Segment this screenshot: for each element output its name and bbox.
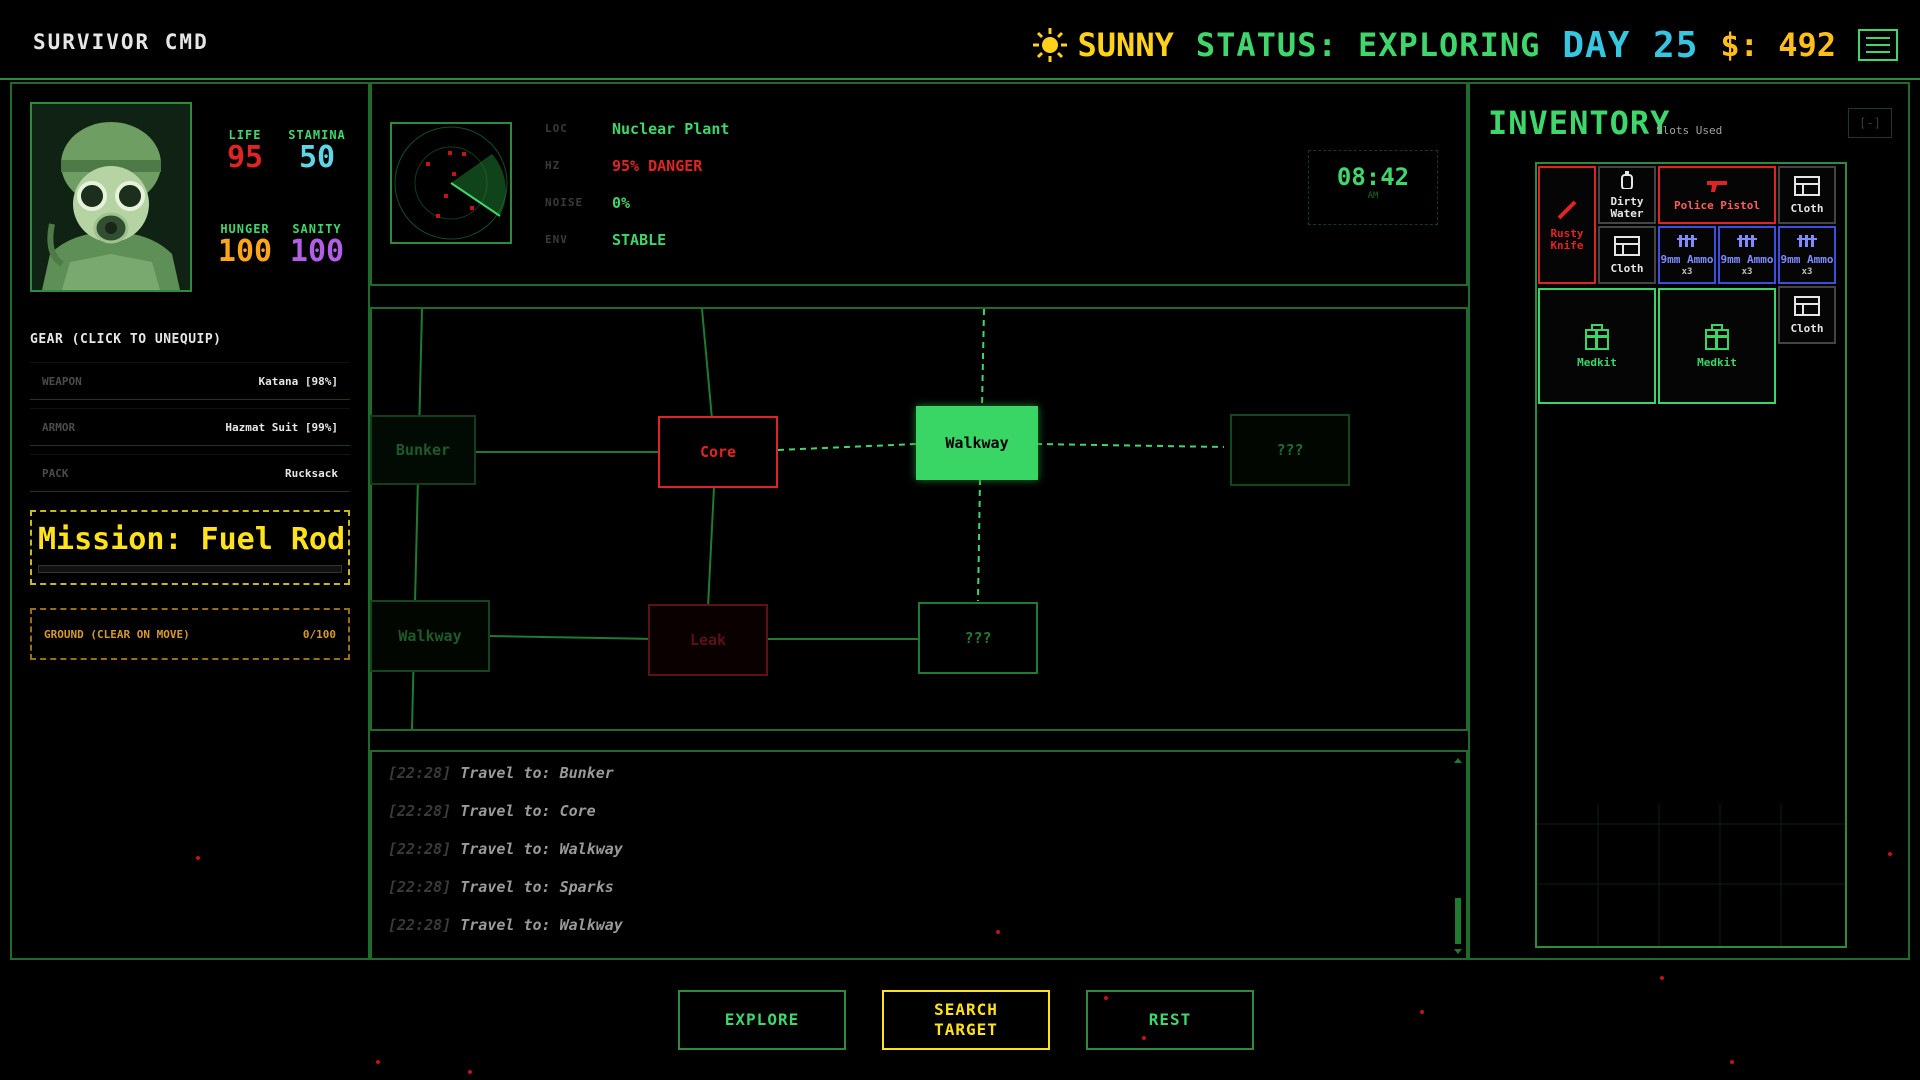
stat-stamina: STAMINA 50 [282,128,352,174]
stamina-value: 50 [298,140,336,175]
inventory-slot-medkit[interactable]: Medkit [1658,288,1776,404]
explore-button[interactable]: EXPLORE [678,990,846,1050]
inventory-slot-9mm-ammo[interactable]: 9mm Ammo x3 [1778,226,1836,284]
ammo-icon [1737,233,1757,250]
life-value: 95 [226,140,264,175]
map-node-leak[interactable]: Leak [648,604,768,676]
ember-particle [1660,976,1664,980]
inventory-slot-rusty-knife[interactable]: Rusty Knife [1538,166,1596,284]
hunger-value: 100 [217,234,273,269]
cloth-icon [1794,295,1820,319]
day-counter: DAY 25 [1562,24,1699,66]
menu-button[interactable] [1858,29,1898,61]
stat-sanity: SANITY 100 [282,222,352,268]
ember-particle [468,1070,472,1074]
mission-progress-bar [38,565,342,573]
info-noise: NOISE 0% [545,193,631,212]
inventory-slot-cloth[interactable]: Cloth [1778,166,1836,224]
character-panel [10,82,370,960]
ember-particle [196,856,200,860]
map-node-unknown-south[interactable]: ??? [918,602,1038,674]
game-clock: 08:42 AM [1308,150,1438,225]
gear-title: GEAR (CLICK TO UNEQUIP) [30,332,222,347]
sun-icon [1032,27,1068,63]
location-panel [370,82,1468,286]
knife-icon [1556,199,1578,224]
inventory-subtitle: Slots Used [1656,124,1723,137]
gear-slot-weapon[interactable]: WEAPON Katana [98%] [30,362,350,400]
radar [390,122,512,244]
ember-particle [996,930,1000,934]
hamburger-icon [1866,37,1890,39]
sanity-value: 100 [289,234,345,269]
map-connections [411,309,1225,729]
ember-particle [1888,852,1892,856]
inventory-grid [1535,162,1847,948]
inventory-collapse-button[interactable]: [-] [1848,108,1892,138]
inventory-slot-dirty-water[interactable]: Dirty Water [1598,166,1656,224]
avatar [30,102,192,292]
ammo-icon [1797,233,1817,250]
ember-particle [1104,996,1108,1000]
log-panel [370,750,1468,960]
location-info: LOC Nuclear Plant HZ 95% DANGER NOISE 0%… [545,110,729,258]
money-counter: $: 492 [1720,26,1836,64]
log-entry: [22:28] Travel to: Walkway [388,916,623,934]
inventory-panel [1468,82,1910,960]
stat-hunger: HUNGER 100 [210,222,280,268]
map-node-walkway-lower[interactable]: Walkway [370,600,490,672]
bottle-icon [1620,170,1634,192]
ground-box[interactable]: GROUND (CLEAR ON MOVE) 0/100 [30,608,350,660]
ground-label: GROUND (CLEAR ON MOVE) [44,627,190,641]
map-node-core[interactable]: Core [658,416,778,488]
map-panel [370,307,1468,731]
ground-value: 0/100 [302,627,336,641]
inventory-slot-9mm-ammo[interactable]: 9mm Ammo x3 [1658,226,1716,284]
ember-particle [1420,1010,1424,1014]
log-scrollbar[interactable] [1454,758,1462,954]
cloth-icon [1614,235,1640,259]
cloth-icon [1794,175,1820,199]
ember-particle [1142,1036,1146,1040]
info-loc: LOC Nuclear Plant [545,119,730,138]
inventory-slot-medkit[interactable]: Medkit [1538,288,1656,404]
log-entry: [22:28] Travel to: Walkway [388,840,623,858]
inventory-title: INVENTORY [1488,104,1671,142]
ember-particle [1730,1060,1734,1064]
inventory-slot-cloth[interactable]: Cloth [1598,226,1656,284]
app-title: SURVIVOR CMD [33,30,209,54]
medkit-icon [1704,323,1730,353]
log-entry: [22:28] Travel to: Sparks [388,878,614,896]
stat-life: LIFE 95 [210,128,280,174]
radar-icon [394,126,508,240]
info-hz: HZ 95% DANGER [545,156,703,175]
search-target-button[interactable]: SEARCH TARGET [882,990,1050,1050]
map-node-bunker[interactable]: Bunker [370,415,476,485]
gear-slot-armor[interactable]: ARMOR Hazmat Suit [99%] [30,408,350,446]
inventory-slot-police-pistol[interactable]: Police Pistol [1658,166,1776,224]
inventory-slot-cloth[interactable]: Cloth [1778,286,1836,344]
top-bar: SURVIVOR CMD SUNNY STATUS: EXPLORING DAY… [0,0,1920,80]
gas-mask-soldier-icon [32,104,190,290]
gear-slot-pack[interactable]: PACK Rucksack [30,454,350,492]
clock-time: 08:42 [1336,163,1410,191]
clock-ampm: AM [1367,191,1379,201]
map-node-unknown-east[interactable]: ??? [1230,414,1350,486]
weather-label: SUNNY [1077,26,1174,64]
ember-particle [376,1060,380,1064]
info-env: ENV STABLE [545,230,667,249]
mission-box: Mission: Fuel Rod [30,510,350,585]
weather-indicator: SUNNY [1032,26,1174,64]
ammo-icon [1677,233,1697,250]
pistol-icon [1706,179,1728,196]
medkit-icon [1584,323,1610,353]
log-entry: [22:28] Travel to: Core [388,802,596,820]
map-node-walkway-current[interactable]: Walkway [916,406,1038,480]
status-bar: SUNNY STATUS: EXPLORING DAY 25 $: 492 [1032,22,1898,68]
log-entry: [22:28] Travel to: Bunker [388,764,614,782]
status-label: STATUS: EXPLORING [1195,26,1541,64]
rest-button[interactable]: REST [1086,990,1254,1050]
inventory-slot-9mm-ammo[interactable]: 9mm Ammo x3 [1718,226,1776,284]
mission-title: Mission: Fuel Rod [38,522,346,557]
